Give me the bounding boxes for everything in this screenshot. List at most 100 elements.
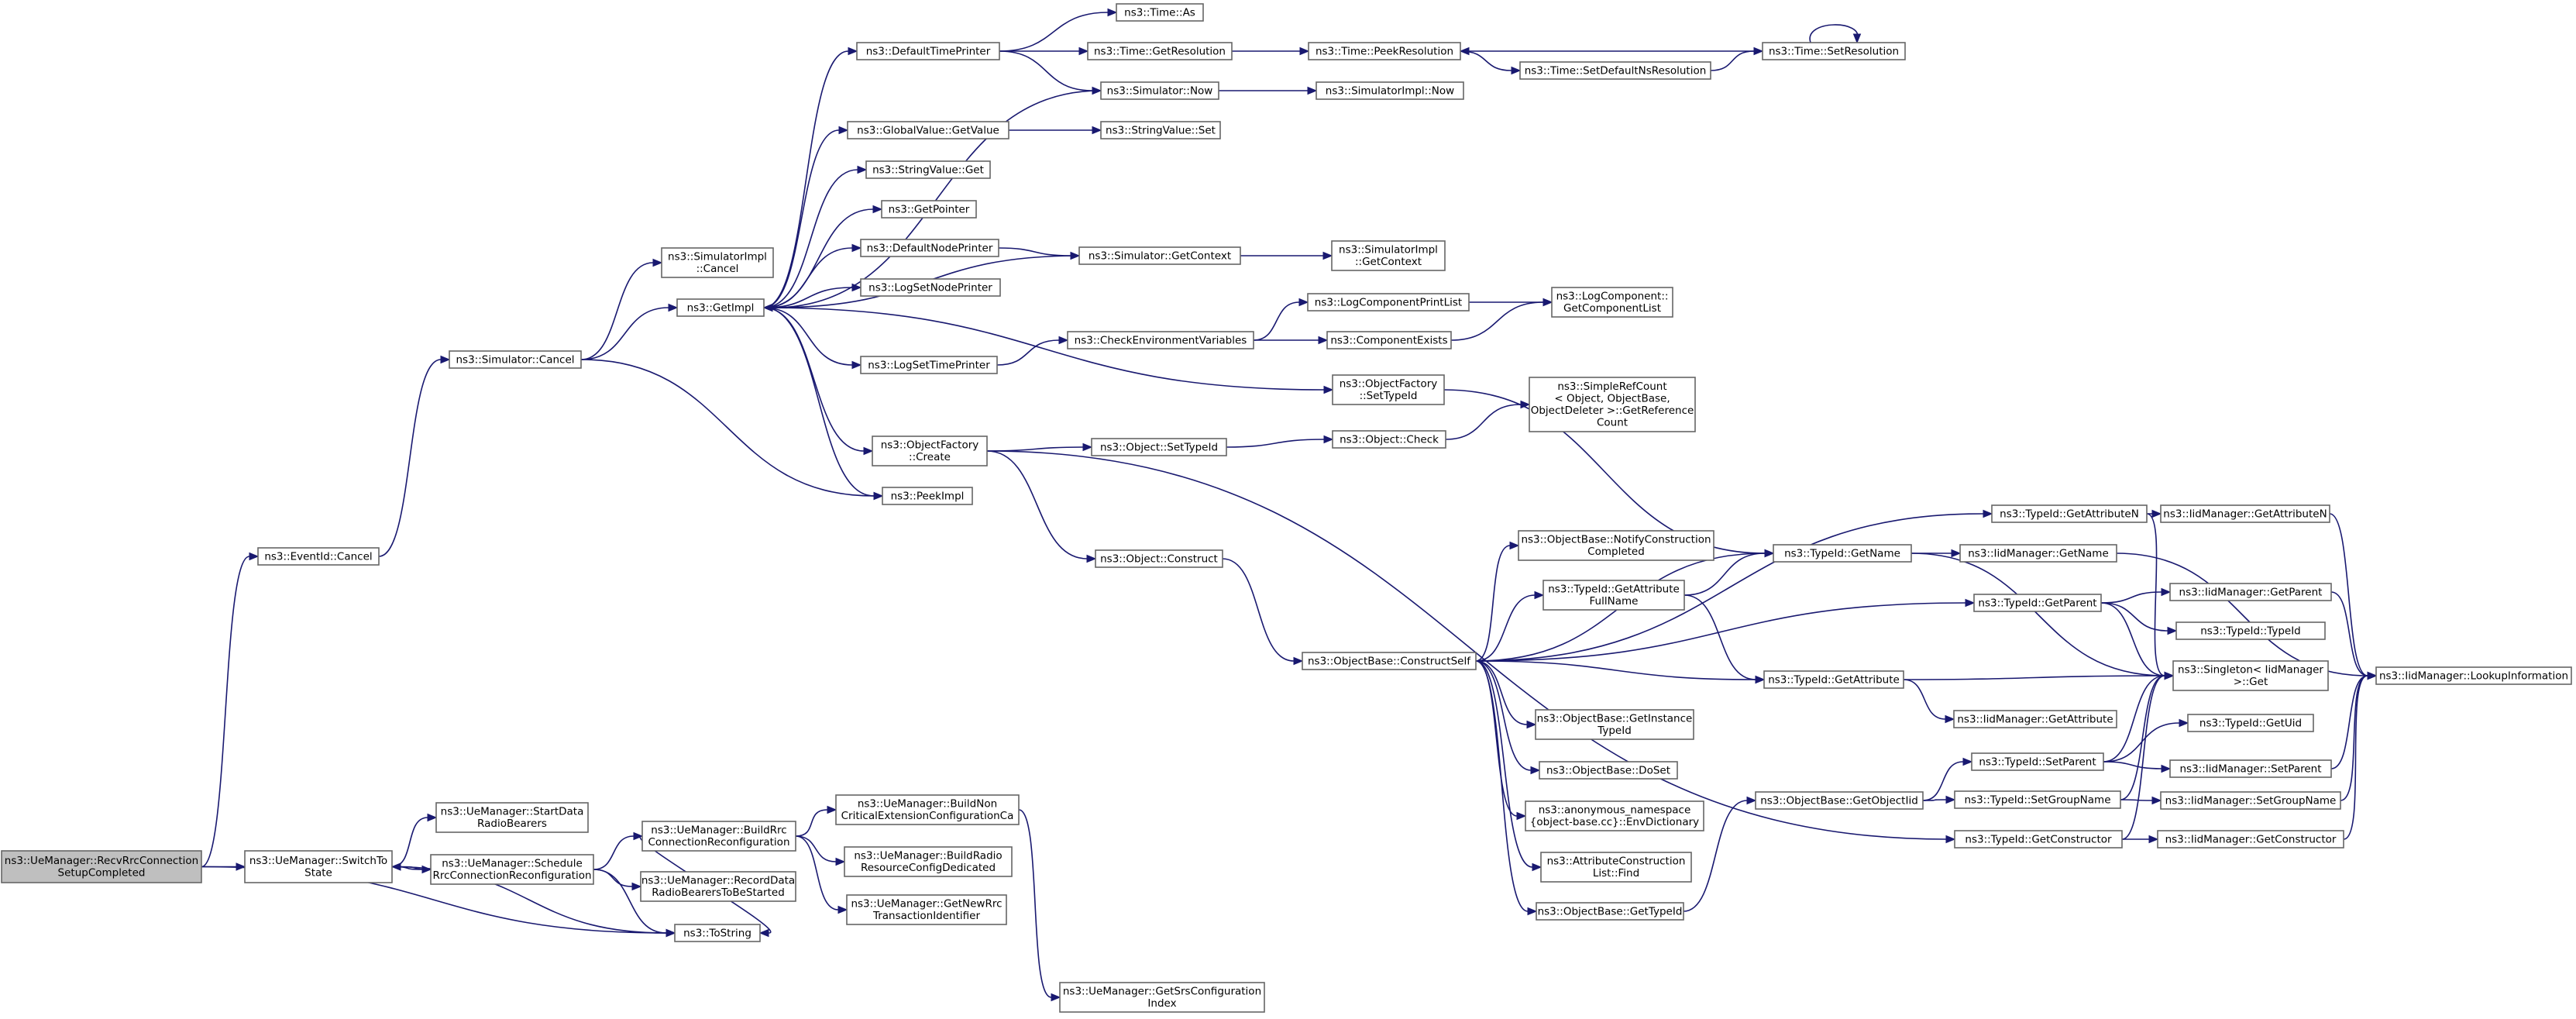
nodes-layer: ns3::UeManager::RecvRrcConnectionSetupCo… — [1, 3, 2572, 1013]
node-ns3-typeid-getconstructor[interactable]: ns3::TypeId::GetConstructor — [1954, 830, 2123, 849]
node-ns3-logcomponent-getcomponentlist[interactable]: ns3::LogComponent::GetComponentList — [1551, 287, 1673, 318]
edge-arrowhead — [1459, 46, 1470, 56]
node-ns3-object-settypeid[interactable]: ns3::Object::SetTypeId — [1091, 438, 1227, 456]
node-ns3-time-getresolution[interactable]: ns3::Time::GetResolution — [1087, 42, 1233, 60]
edge-line — [580, 307, 669, 360]
node-ns3-iidmanager-getconstructor[interactable]: ns3::IidManager::GetConstructor — [2157, 830, 2344, 849]
node-ns3-stringvalue-get[interactable]: ns3::StringValue::Get — [865, 160, 991, 179]
node-ns3-iidmanager-setparent[interactable]: ns3::IidManager::SetParent — [2169, 759, 2332, 778]
node-box — [1100, 81, 1219, 100]
node-ns3-iidmanager-lookupinformation[interactable]: ns3::IidManager::LookupInformation — [2375, 666, 2572, 685]
node-ns3-objectfactory-create[interactable]: ns3::ObjectFactory::Create — [872, 435, 988, 466]
node-ns3-logsetnodeprinter[interactable]: ns3::LogSetNodePrinter — [860, 278, 1001, 297]
node-label: ns3::Time::GetResolution — [1094, 45, 1226, 57]
node-ns3-objectbase-doset[interactable]: ns3::ObjectBase::DoSet — [1539, 761, 1678, 780]
node-ns3-object-construct[interactable]: ns3::Object::Construct — [1095, 549, 1223, 568]
edge-line — [1903, 675, 2165, 680]
node-ns3-simulatorimpl-cancel[interactable]: ns3::SimulatorImpl::Cancel — [661, 247, 774, 278]
edge-arrowhead — [1527, 907, 1538, 916]
node-ns3-simulator-now[interactable]: ns3::Simulator::Now — [1100, 81, 1219, 100]
node-ns3-iidmanager-getparent[interactable]: ns3::IidManager::GetParent — [2169, 583, 2332, 601]
node-ns3-getimpl[interactable]: ns3::GetImpl — [676, 298, 765, 317]
node-ns3-objectbase-notifyconstruction-completed[interactable]: ns3::ObjectBase::NotifyConstructionCompl… — [1518, 530, 1714, 561]
node-ns3-anonymous-namespace-object-base-cc-envdictionary[interactable]: ns3::anonymous_namespace{object-base.cc}… — [1525, 800, 1704, 831]
node-ns3-iidmanager-setgroupname[interactable]: ns3::IidManager::SetGroupName — [2160, 791, 2341, 810]
node-ns3-globalvalue-getvalue[interactable]: ns3::GlobalValue::GetValue — [847, 121, 1009, 139]
node-ns3-uemanager-buildnon-criticalextensionconfigurationca[interactable]: ns3::UeManager::BuildNonCriticalExtensio… — [835, 794, 1020, 825]
node-ns3-simplerefcount-object-objectbase-objectdeleter-getreference-count[interactable]: ns3::SimpleRefCount< Object, ObjectBase,… — [1529, 377, 1696, 432]
node-ns3-logsettimeprinter[interactable]: ns3::LogSetTimePrinter — [860, 356, 998, 374]
node-ns3-objectbase-gettypeid[interactable]: ns3::ObjectBase::GetTypeId — [1536, 902, 1684, 921]
node-ns3-singleton-iidmanager-get[interactable]: ns3::Singleton< IidManager>::Get — [2172, 660, 2329, 691]
node-ns3-componentexists[interactable]: ns3::ComponentExists — [1326, 331, 1452, 349]
node-ns3-time-as[interactable]: ns3::Time::As — [1116, 3, 1204, 22]
node-ns3-uemanager-recorddata-radiobearerstobestarted[interactable]: ns3::UeManager::RecordDataRadioBearersTo… — [640, 871, 796, 902]
node-ns3-defaulttimeprinter[interactable]: ns3::DefaultTimePrinter — [856, 42, 1000, 60]
edge-arrowhead — [668, 303, 679, 312]
node-label: ns3::IidManager::GetName — [1968, 547, 2109, 559]
node-ns3-typeid-getattributen[interactable]: ns3::TypeId::GetAttributeN — [1991, 504, 2148, 523]
node-ns3-typeid-getname[interactable]: ns3::TypeId::GetName — [1773, 544, 1912, 563]
node-label: ns3::DefaultNodePrinter — [867, 242, 993, 254]
node-ns3-time-setdefaultnsresolution[interactable]: ns3::Time::SetDefaultNsResolution — [1519, 61, 1711, 80]
edge-n48-to-n51 — [2121, 671, 2175, 840]
edge-arrowhead — [1755, 675, 1766, 684]
edge-arrowhead — [1058, 336, 1069, 345]
node-ns3-uemanager-buildradio-resourceconfigdedicated[interactable]: ns3::UeManager::BuildRadioResourceConfig… — [844, 846, 1013, 877]
node-box — [430, 854, 594, 885]
node-box — [847, 121, 1009, 139]
node-ns3-iidmanager-getattribute[interactable]: ns3::IidManager::GetAttribute — [1953, 710, 2117, 728]
node-ns3-simulatorimpl-now[interactable]: ns3::SimulatorImpl::Now — [1316, 81, 1464, 100]
node-ns3-objectfactory-settypeid[interactable]: ns3::ObjectFactory::SetTypeId — [1332, 374, 1445, 405]
node-ns3-iidmanager-getattributen[interactable]: ns3::IidManager::GetAttributeN — [2160, 504, 2330, 523]
node-ns3-typeid-typeid[interactable]: ns3::TypeId::TypeId — [2175, 621, 2326, 640]
edge-arrowhead — [837, 905, 848, 914]
node-ns3-uemanager-getnewrrc-transactionidentifier[interactable]: ns3::UeManager::GetNewRrcTransactionIden… — [846, 894, 1007, 925]
node-ns3-typeid-getparent[interactable]: ns3::TypeId::GetParent — [1973, 594, 2102, 612]
node-ns3-uemanager-buildrrc-connectionreconfiguration[interactable]: ns3::UeManager::BuildRrcConnectionReconf… — [641, 821, 796, 852]
node-ns3-peekimpl[interactable]: ns3::PeekImpl — [882, 487, 973, 505]
node-ns3-objectbase-constructself[interactable]: ns3::ObjectBase::ConstructSelf — [1302, 652, 1477, 670]
node-ns3-defaultnodeprinter[interactable]: ns3::DefaultNodePrinter — [860, 239, 999, 257]
node-ns3-time-setresolution[interactable]: ns3::Time::SetResolution — [1762, 42, 1906, 60]
edge-line — [763, 307, 865, 452]
edge-arrowhead — [2151, 796, 2162, 805]
node-box — [1331, 240, 1446, 271]
node-ns3-typeid-setparent[interactable]: ns3::TypeId::SetParent — [1971, 752, 2104, 771]
node-ns3-uemanager-schedule-rrcconnectionreconfiguration[interactable]: ns3::UeManager::ScheduleRrcConnectionRec… — [430, 854, 594, 885]
edge-arrowhead — [1746, 796, 1757, 805]
node-ns3-getpointer[interactable]: ns3::GetPointer — [881, 200, 977, 219]
node-ns3-tostring[interactable]: ns3::ToString — [674, 924, 761, 942]
edge-n22-to-n30 — [1226, 435, 1334, 448]
node-box — [865, 160, 991, 179]
node-ns3-uemanager-recvrrcconnection-setupcompleted[interactable]: ns3::UeManager::RecvRrcConnectionSetupCo… — [1, 850, 202, 883]
node-ns3-typeid-setgroupname[interactable]: ns3::TypeId::SetGroupName — [1954, 790, 2121, 809]
node-ns3-iidmanager-getname[interactable]: ns3::IidManager::GetName — [1959, 544, 2117, 563]
node-ns3-time-peekresolution[interactable]: ns3::Time::PeekResolution — [1308, 42, 1461, 60]
node-label: ns3::StringValue::Get — [872, 164, 984, 176]
node-box — [257, 547, 380, 566]
node-ns3-simulator-getcontext[interactable]: ns3::Simulator::GetContext — [1078, 246, 1241, 265]
node-ns3-typeid-getuid[interactable]: ns3::TypeId::GetUid — [2187, 714, 2314, 732]
node-ns3-logcomponentprintlist[interactable]: ns3::LogComponentPrintList — [1307, 293, 1470, 312]
node-ns3-simulatorimpl-getcontext[interactable]: ns3::SimulatorImpl::GetContext — [1331, 240, 1446, 271]
edge-arrowhead — [1318, 336, 1329, 345]
edge-n31-to-n38 — [1475, 541, 1520, 662]
node-ns3-object-check[interactable]: ns3::Object::Check — [1332, 430, 1446, 449]
edge-n31-to-n40 — [1475, 598, 1976, 662]
node-ns3-objectbase-getobjectiid[interactable]: ns3::ObjectBase::GetObjectIid — [1755, 791, 1924, 810]
node-ns3-checkenvironmentvariables[interactable]: ns3::CheckEnvironmentVariables — [1067, 331, 1254, 349]
node-ns3-typeid-getattribute[interactable]: ns3::TypeId::GetAttribute — [1763, 670, 1904, 689]
node-ns3-stringvalue-set[interactable]: ns3::StringValue::Set — [1100, 121, 1221, 139]
node-ns3-simulator-cancel[interactable]: ns3::Simulator::Cancel — [449, 350, 582, 369]
edge-n40-to-n52 — [2100, 587, 2172, 604]
edge-line — [772, 90, 1102, 308]
node-ns3-eventid-cancel[interactable]: ns3::EventId::Cancel — [257, 547, 380, 566]
edge-arrowhead — [1764, 549, 1775, 558]
